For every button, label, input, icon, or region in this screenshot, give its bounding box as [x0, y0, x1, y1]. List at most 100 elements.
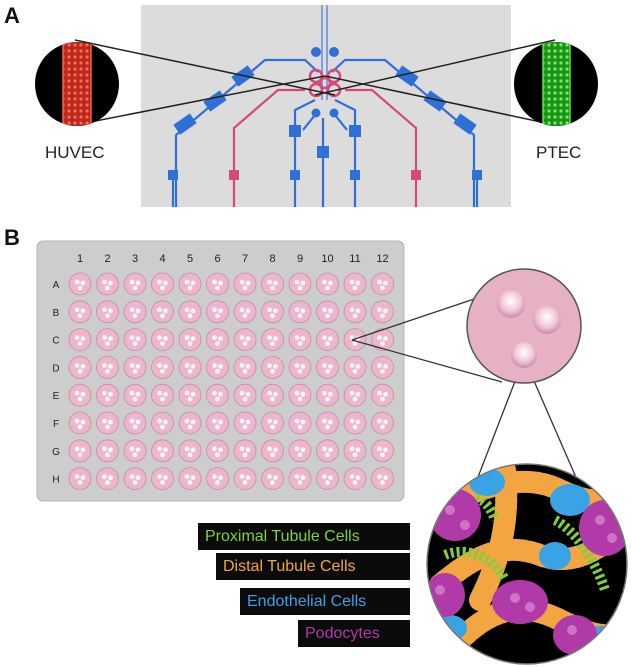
plate-well: [288, 272, 312, 296]
plate-well: [371, 355, 394, 379]
plate-well: [316, 383, 339, 407]
plate-well: [371, 467, 394, 491]
zoom-lines-a: [74, 39, 556, 126]
plate-row-label: D: [52, 363, 59, 374]
plate-column-label: 2: [104, 253, 110, 265]
plate-well: [96, 300, 119, 324]
well-magnification: [466, 268, 582, 384]
plate-well: [178, 272, 202, 296]
plate-well: [261, 328, 284, 352]
plate-well: [233, 272, 257, 296]
plate-column-label: 6: [214, 253, 220, 265]
plate-well: [233, 383, 257, 407]
plate-well: [178, 467, 202, 491]
plate-well: [371, 439, 394, 463]
plate-well: [233, 439, 257, 463]
plate-well: [233, 467, 257, 491]
plate-well: [206, 328, 229, 352]
plate-well: [123, 383, 147, 407]
plate-well: [206, 383, 229, 407]
plate-column-label: 1: [77, 253, 83, 265]
plate-well: [233, 411, 257, 435]
ptec-label: PTEC: [536, 143, 582, 162]
plate-well: [178, 328, 202, 352]
plate-well: [68, 355, 92, 379]
plate-well: [178, 411, 202, 435]
plate-well: [233, 300, 257, 324]
central-channel: [321, 5, 328, 100]
plate-row-label: G: [52, 447, 60, 458]
plate-well: [178, 355, 202, 379]
plate-well: [68, 328, 92, 352]
plate-well: [151, 439, 174, 463]
legend-item: Podocytes: [298, 620, 410, 647]
plate-column-label: 5: [187, 253, 193, 265]
plate-well: [288, 383, 312, 407]
plate-column-label: 9: [297, 253, 303, 265]
plate-well: [288, 411, 312, 435]
plate-well: [261, 300, 284, 324]
plate-column-label: 10: [321, 253, 333, 265]
ptec-magnification: [514, 42, 598, 126]
plate-row-label: E: [53, 391, 60, 402]
plate-well: [206, 300, 229, 324]
plate-well: [288, 439, 312, 463]
plate-well: [206, 355, 229, 379]
plate-well: [68, 383, 92, 407]
panel-a-letter: A: [4, 3, 20, 28]
plate-column-label: 3: [132, 253, 138, 265]
plate-well: [343, 272, 367, 296]
plate-well: [96, 467, 119, 491]
plate-column-label: 4: [159, 253, 165, 265]
plate-well: [68, 439, 92, 463]
plate-well: [343, 411, 367, 435]
plate-well: [288, 467, 312, 491]
plate-well: [288, 328, 312, 352]
plate-well: [151, 355, 174, 379]
junction-node: [308, 68, 342, 98]
plate-well: [151, 328, 174, 352]
plate-well: [123, 411, 147, 435]
channel-valves: [168, 47, 482, 180]
plate-well: [261, 383, 284, 407]
huvec-label: HUVEC: [45, 143, 105, 162]
plate-row-label: F: [53, 419, 59, 430]
plate-well: [123, 272, 147, 296]
plate-well: [123, 467, 147, 491]
plate-well: [343, 355, 367, 379]
huvec-magnification: [35, 42, 119, 126]
plate-wells: [68, 272, 394, 491]
plate-well: [96, 383, 119, 407]
plate-well: [96, 328, 119, 352]
pink-channels: [232, 88, 418, 207]
plate-well: [371, 300, 394, 324]
plate-well: [151, 272, 174, 296]
plate-well: [178, 383, 202, 407]
plate-row-label: A: [53, 280, 60, 291]
plate-well: [206, 411, 229, 435]
plate-well: [233, 328, 257, 352]
pink-ports: [229, 170, 421, 180]
plate-well: [206, 272, 229, 296]
plate-well: [316, 411, 339, 435]
plate-well: [123, 300, 147, 324]
plate-well: [316, 439, 339, 463]
plate-well: [151, 411, 174, 435]
plate-well: [371, 272, 394, 296]
legend-item: Distal Tubule Cells: [216, 553, 410, 580]
plate-well: [261, 439, 284, 463]
plate-column-label: 8: [269, 253, 275, 265]
plate-well: [371, 383, 394, 407]
plate-well: [151, 300, 174, 324]
plate-row-label: B: [53, 308, 60, 319]
plate-well: [316, 355, 339, 379]
legend-item: Proximal Tubule Cells: [198, 523, 410, 550]
plate-well: [261, 272, 284, 296]
plate-well: [123, 355, 147, 379]
plate-well: [343, 467, 367, 491]
plate-well: [233, 355, 257, 379]
plate-column-label: 11: [349, 253, 360, 265]
plate-well: [123, 439, 147, 463]
